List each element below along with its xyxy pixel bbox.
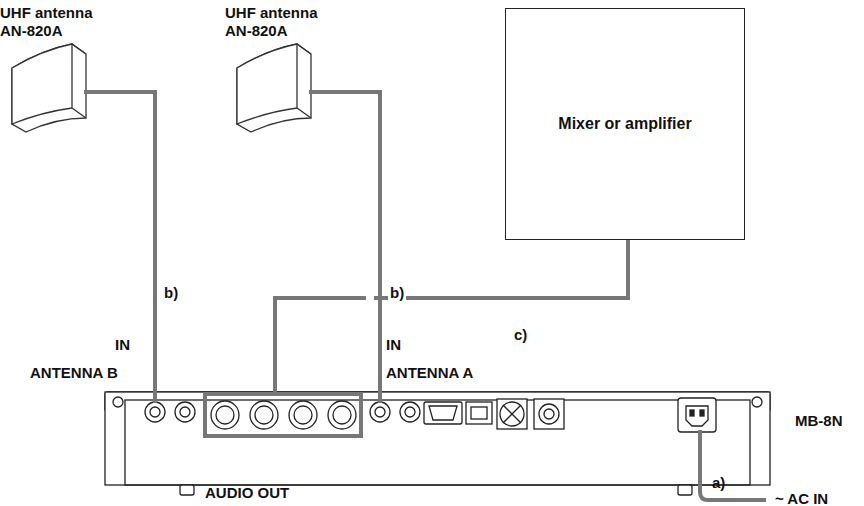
antenna-label: UHF antenna AN-820A [0, 4, 100, 40]
cable-callout: b) [162, 284, 180, 302]
cable-callout: c) [512, 326, 529, 344]
port-label: IN [115, 336, 130, 354]
antenna-symbol [237, 44, 325, 132]
cable [100, 92, 155, 392]
cable-callout: b) [388, 284, 406, 302]
antenna-node: UHF antenna AN-820A [0, 4, 100, 134]
callout-letter: a) [712, 474, 725, 492]
cable [325, 92, 380, 392]
receiver-unit [105, 392, 770, 495]
antenna-symbol [12, 44, 100, 132]
device-name: MB-8N [795, 412, 843, 430]
port-label: IN [386, 336, 401, 354]
port-label: ANTENNA A [386, 364, 473, 382]
cable [155, 390, 766, 500]
power-label: ~ AC IN [775, 490, 828, 506]
crossing-gap [366, 295, 374, 301]
antenna-label: UHF antenna AN-820A [225, 4, 325, 40]
port-label: AUDIO OUT [205, 484, 289, 502]
port-label: ANTENNA B [30, 364, 118, 382]
cable [275, 240, 628, 392]
box-title: Mixer or amplifier [558, 115, 691, 133]
receiver-node: MB-8N [105, 392, 770, 485]
mixer-box: Mixer or amplifier [505, 8, 745, 240]
antenna-node: UHF antenna AN-820A [225, 4, 325, 134]
